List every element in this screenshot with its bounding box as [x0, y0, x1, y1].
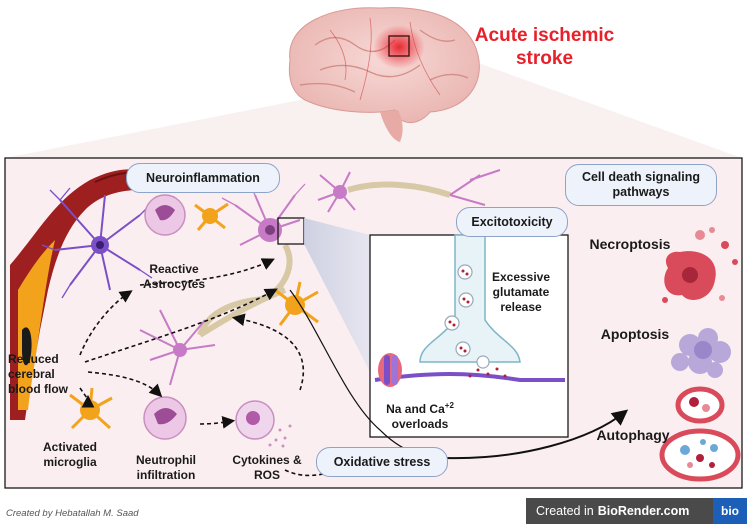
brain-illustration — [288, 7, 480, 142]
cell-death-box: Cell death signaling pathways — [565, 164, 717, 206]
autophagy-label: Autophagy — [596, 427, 670, 443]
activated-microglia-label: Activated microglia — [42, 440, 98, 469]
neuron-illustration — [197, 181, 306, 337]
glutamate-release-label: Excessive glutamate release — [491, 270, 551, 314]
microglia-center — [274, 281, 319, 326]
astrocyte-illustration — [41, 187, 153, 299]
zoom-cone — [304, 218, 370, 372]
neuroinflammation-box: Neuroinflammation — [126, 163, 280, 193]
apoptosis-cell — [671, 328, 731, 378]
page-title: Acute ischemic stroke — [474, 25, 615, 69]
ion-channel — [378, 353, 402, 387]
apoptosis-label: Apoptosis — [600, 326, 670, 342]
necroptosis-cell — [662, 227, 738, 303]
cytokines-ros-label: Cytokines & ROS — [232, 453, 302, 482]
death-pathway-arrow — [444, 409, 629, 460]
excitotoxicity-box: Excitotoxicity — [456, 207, 568, 237]
oxidative-stress-box: Oxidative stress — [316, 447, 448, 477]
autophagy-cell — [659, 386, 741, 482]
neutrophil-infiltration-label: Neutrophil infiltration — [136, 453, 196, 482]
lesion-marker — [388, 35, 410, 57]
reactive-astrocytes-label: Reactive Astrocytes — [142, 262, 206, 291]
reduced-blood-flow-label: Reduced cerebral blood flow — [8, 352, 68, 396]
glutamate-vesicles — [444, 264, 490, 369]
ion-overloads-label: Na and Ca+2 overloads — [386, 401, 454, 431]
brand-prefix: Created in — [536, 504, 594, 518]
necroptosis-label: Necroptosis — [589, 236, 671, 252]
author-credit: Created by Hebatallah M. Saad — [6, 508, 139, 519]
brand-name: BioRender.com — [597, 504, 690, 518]
biorender-banner[interactable]: Created in BioRender.com — [526, 498, 713, 524]
microglia-top — [194, 202, 229, 231]
biorender-logo[interactable]: bio — [713, 498, 747, 524]
